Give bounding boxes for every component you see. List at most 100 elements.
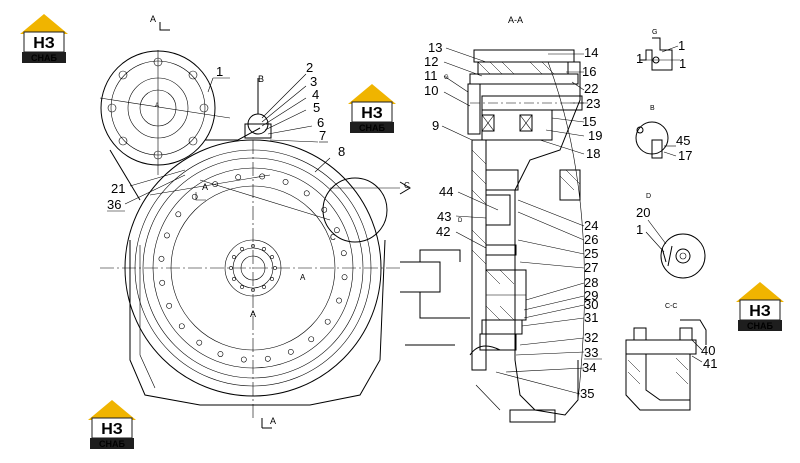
callout-31: 31	[584, 310, 598, 325]
svg-text:СНАБ: СНАБ	[359, 123, 385, 133]
detail-view-b: B	[635, 105, 677, 159]
callout-6: 6	[317, 115, 324, 130]
callout-4: 4	[312, 87, 319, 102]
callout-34: 34	[582, 360, 596, 375]
bolt-hole	[240, 356, 247, 363]
callout-3: 3	[310, 74, 317, 89]
bolt-hole	[321, 206, 328, 213]
callout-8: 8	[338, 144, 345, 159]
callouts-right-b: 45 17	[676, 133, 692, 163]
callout-19: 19	[588, 128, 602, 143]
svg-text:СНАБ: СНАБ	[31, 53, 57, 63]
callout-45: 45	[676, 133, 690, 148]
callout-29: 29	[584, 288, 598, 303]
callout-5: 5	[313, 100, 320, 115]
svg-text:СНАБ: СНАБ	[747, 321, 773, 331]
callout-35: 35	[580, 386, 594, 401]
callout-1: 1	[216, 64, 223, 79]
callout-14: 14	[584, 45, 598, 60]
bolt-hole	[270, 277, 274, 281]
callout-1-g-a: 1	[678, 38, 685, 53]
callout-1-g-b: 1	[636, 51, 643, 66]
view-g-label: G	[652, 29, 657, 36]
callout-41: 41	[703, 356, 717, 371]
bolt-hole	[287, 348, 294, 355]
callout-7: 7	[319, 128, 326, 143]
mark-a-lower: A	[250, 309, 256, 319]
svg-text:СНАБ: СНАБ	[99, 439, 125, 449]
mark-d: D	[458, 218, 463, 224]
callout-1-g-c: 1	[679, 56, 686, 71]
bolt-hole	[232, 277, 236, 281]
bolt-hole	[251, 288, 255, 292]
bolt-hole	[178, 323, 185, 330]
mark-a-hub-top: A	[155, 103, 159, 109]
callout-36: 36	[107, 197, 121, 212]
view-d-label: D	[646, 193, 651, 200]
callouts-right-d: 20 1	[636, 205, 650, 237]
svg-text:НЗ: НЗ	[749, 303, 771, 320]
view-cc-label: C-C	[665, 303, 677, 310]
section-mark-bottom: A	[270, 416, 276, 426]
bolt-ring	[158, 173, 348, 363]
callout-33: 33	[584, 345, 598, 360]
section-mark-top: A	[150, 14, 156, 24]
mark-c2: C	[404, 181, 410, 190]
detail-view-g: G	[640, 29, 680, 71]
callout-30: 30	[584, 297, 598, 312]
bolt-hole	[240, 285, 244, 289]
callout-12: 12	[424, 54, 438, 69]
callout-17: 17	[678, 148, 692, 163]
callout-44: 44	[439, 184, 453, 199]
callout-22: 22	[584, 81, 598, 96]
callout-43: 43	[437, 209, 451, 224]
bolt-hole	[232, 255, 236, 259]
view-b-label: B	[650, 105, 655, 112]
callout-2: 2	[306, 60, 313, 75]
svg-text:НЗ: НЗ	[101, 421, 123, 438]
bolt-hole	[303, 190, 310, 197]
callout-27: 27	[584, 260, 598, 275]
detail-view-d: D	[645, 193, 706, 279]
section-a-a-view: A-A	[400, 15, 590, 423]
callout-28: 28	[584, 275, 598, 290]
hub-bolt-ring	[229, 244, 277, 292]
bolt-hole	[262, 247, 266, 251]
bolt-hole	[282, 179, 289, 185]
bolt-hole	[324, 318, 331, 325]
callout-9: 9	[432, 118, 439, 133]
callout-13: 13	[428, 40, 442, 55]
bolt-hole	[251, 244, 255, 248]
bolt-hole	[158, 255, 165, 262]
callout-10: 10	[424, 83, 438, 98]
mark-c: C	[330, 233, 336, 242]
mark-b: B	[258, 74, 264, 84]
bolt-hole	[217, 351, 224, 357]
bolt-hole	[196, 339, 203, 346]
callouts-right-cc: 40 41	[701, 343, 717, 371]
callout-1-d: 1	[636, 222, 643, 237]
svg-text:НЗ: НЗ	[33, 35, 55, 52]
bolt-hole	[336, 297, 342, 304]
bolt-hole	[240, 247, 244, 251]
callouts-left: 1 2 3 4 5 6 7 8 21 36	[107, 60, 345, 212]
bolt-hole	[191, 193, 198, 200]
bolt-hole	[308, 336, 315, 343]
callout-24: 24	[584, 218, 598, 233]
mark-a-left: A	[202, 182, 208, 192]
callout-23: 23	[586, 96, 600, 111]
callout-18: 18	[586, 146, 600, 161]
callout-32: 32	[584, 330, 598, 345]
bolt-hole	[340, 250, 347, 257]
callout-16: 16	[582, 64, 596, 79]
bolt-hole	[262, 285, 266, 289]
section-title: A-A	[508, 15, 523, 25]
bolt-hole	[166, 302, 173, 309]
callouts-right-g: 1 1 1	[636, 38, 686, 71]
